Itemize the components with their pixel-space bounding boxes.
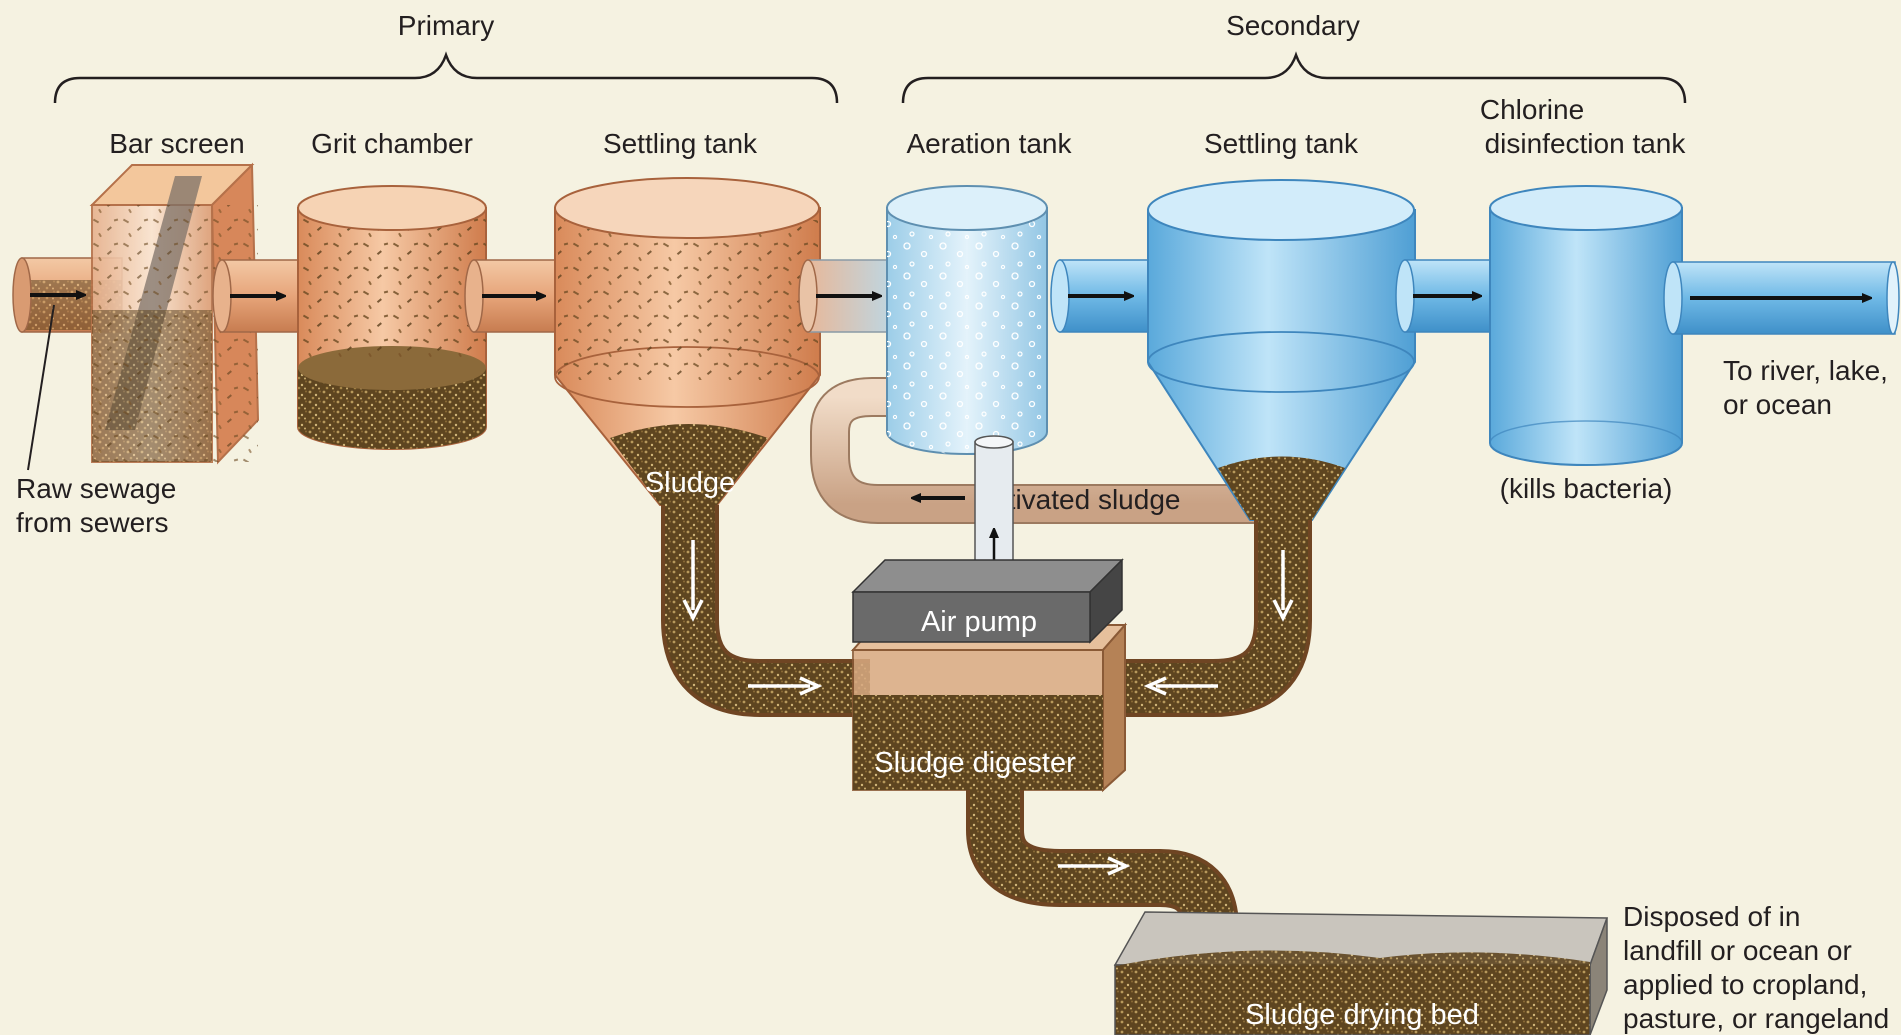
disposal-label-line2: landfill or ocean or [1623, 935, 1852, 966]
primary-brace [53, 51, 839, 104]
chlorine-tank-label-line1: Chlorine [1480, 94, 1584, 125]
outflow-pipe [1663, 261, 1900, 335]
secondary-settling-tank-label: Settling tank [1204, 128, 1359, 159]
grit-chamber [297, 185, 487, 450]
air-pump-pipe [974, 435, 1014, 563]
pipe-settling-to-chlorine [1395, 259, 1502, 333]
disposal-label-line4: pasture, or rangeland [1623, 1003, 1889, 1034]
air-pump-label: Air pump [921, 606, 1037, 638]
aeration-tank-label: Aeration tank [907, 128, 1073, 159]
secondary-stage-label: Secondary [1226, 10, 1360, 41]
sludge-drying-bed [1113, 911, 1609, 1035]
sludge-digester [850, 622, 1128, 793]
chlorine-tank-label-line2: disinfection tank [1485, 128, 1687, 159]
air-pump [851, 558, 1124, 644]
sludge-label: Sludge [645, 467, 735, 499]
sludge-pipe-primary [661, 505, 870, 717]
secondary-settling-tank [1147, 179, 1416, 521]
bar-screen [89, 162, 260, 465]
grit-chamber-label: Grit chamber [311, 128, 473, 159]
sludge-digester-label: Sludge digester [874, 747, 1076, 779]
raw-sewage-pointer [27, 304, 55, 471]
pipe-aeration-to-settling [1050, 259, 1157, 333]
disposal-label-line1: Disposed of in [1623, 901, 1800, 932]
sludge-pipe-secondary [1110, 520, 1312, 717]
pipe-screen-to-grit [212, 259, 305, 333]
aeration-tank [886, 185, 1048, 455]
primary-stage-label: Primary [398, 10, 494, 41]
sludge-drying-bed-label: Sludge drying bed [1245, 999, 1479, 1031]
raw-sewage-label-line2: from sewers [16, 507, 168, 538]
secondary-brace [901, 51, 1687, 104]
sludge-pipe-to-drying-bed [966, 790, 1239, 940]
chlorine-disinfection-tank [1489, 185, 1683, 466]
bar-screen-label: Bar screen [109, 128, 244, 159]
outflow-label-line1: To river, lake, [1723, 355, 1888, 386]
primary-settling-tank-label: Settling tank [603, 128, 758, 159]
kills-bacteria-label: (kills bacteria) [1500, 473, 1673, 504]
raw-sewage-label-line1: Raw sewage [16, 473, 176, 504]
outflow-label-line2: or ocean [1723, 389, 1832, 420]
activated-sludge-return-pipe [810, 377, 1255, 524]
pipe-grit-to-settling [464, 259, 565, 333]
disposal-label-line3: applied to cropland, [1623, 969, 1867, 1000]
primary-settling-tank [554, 177, 821, 506]
